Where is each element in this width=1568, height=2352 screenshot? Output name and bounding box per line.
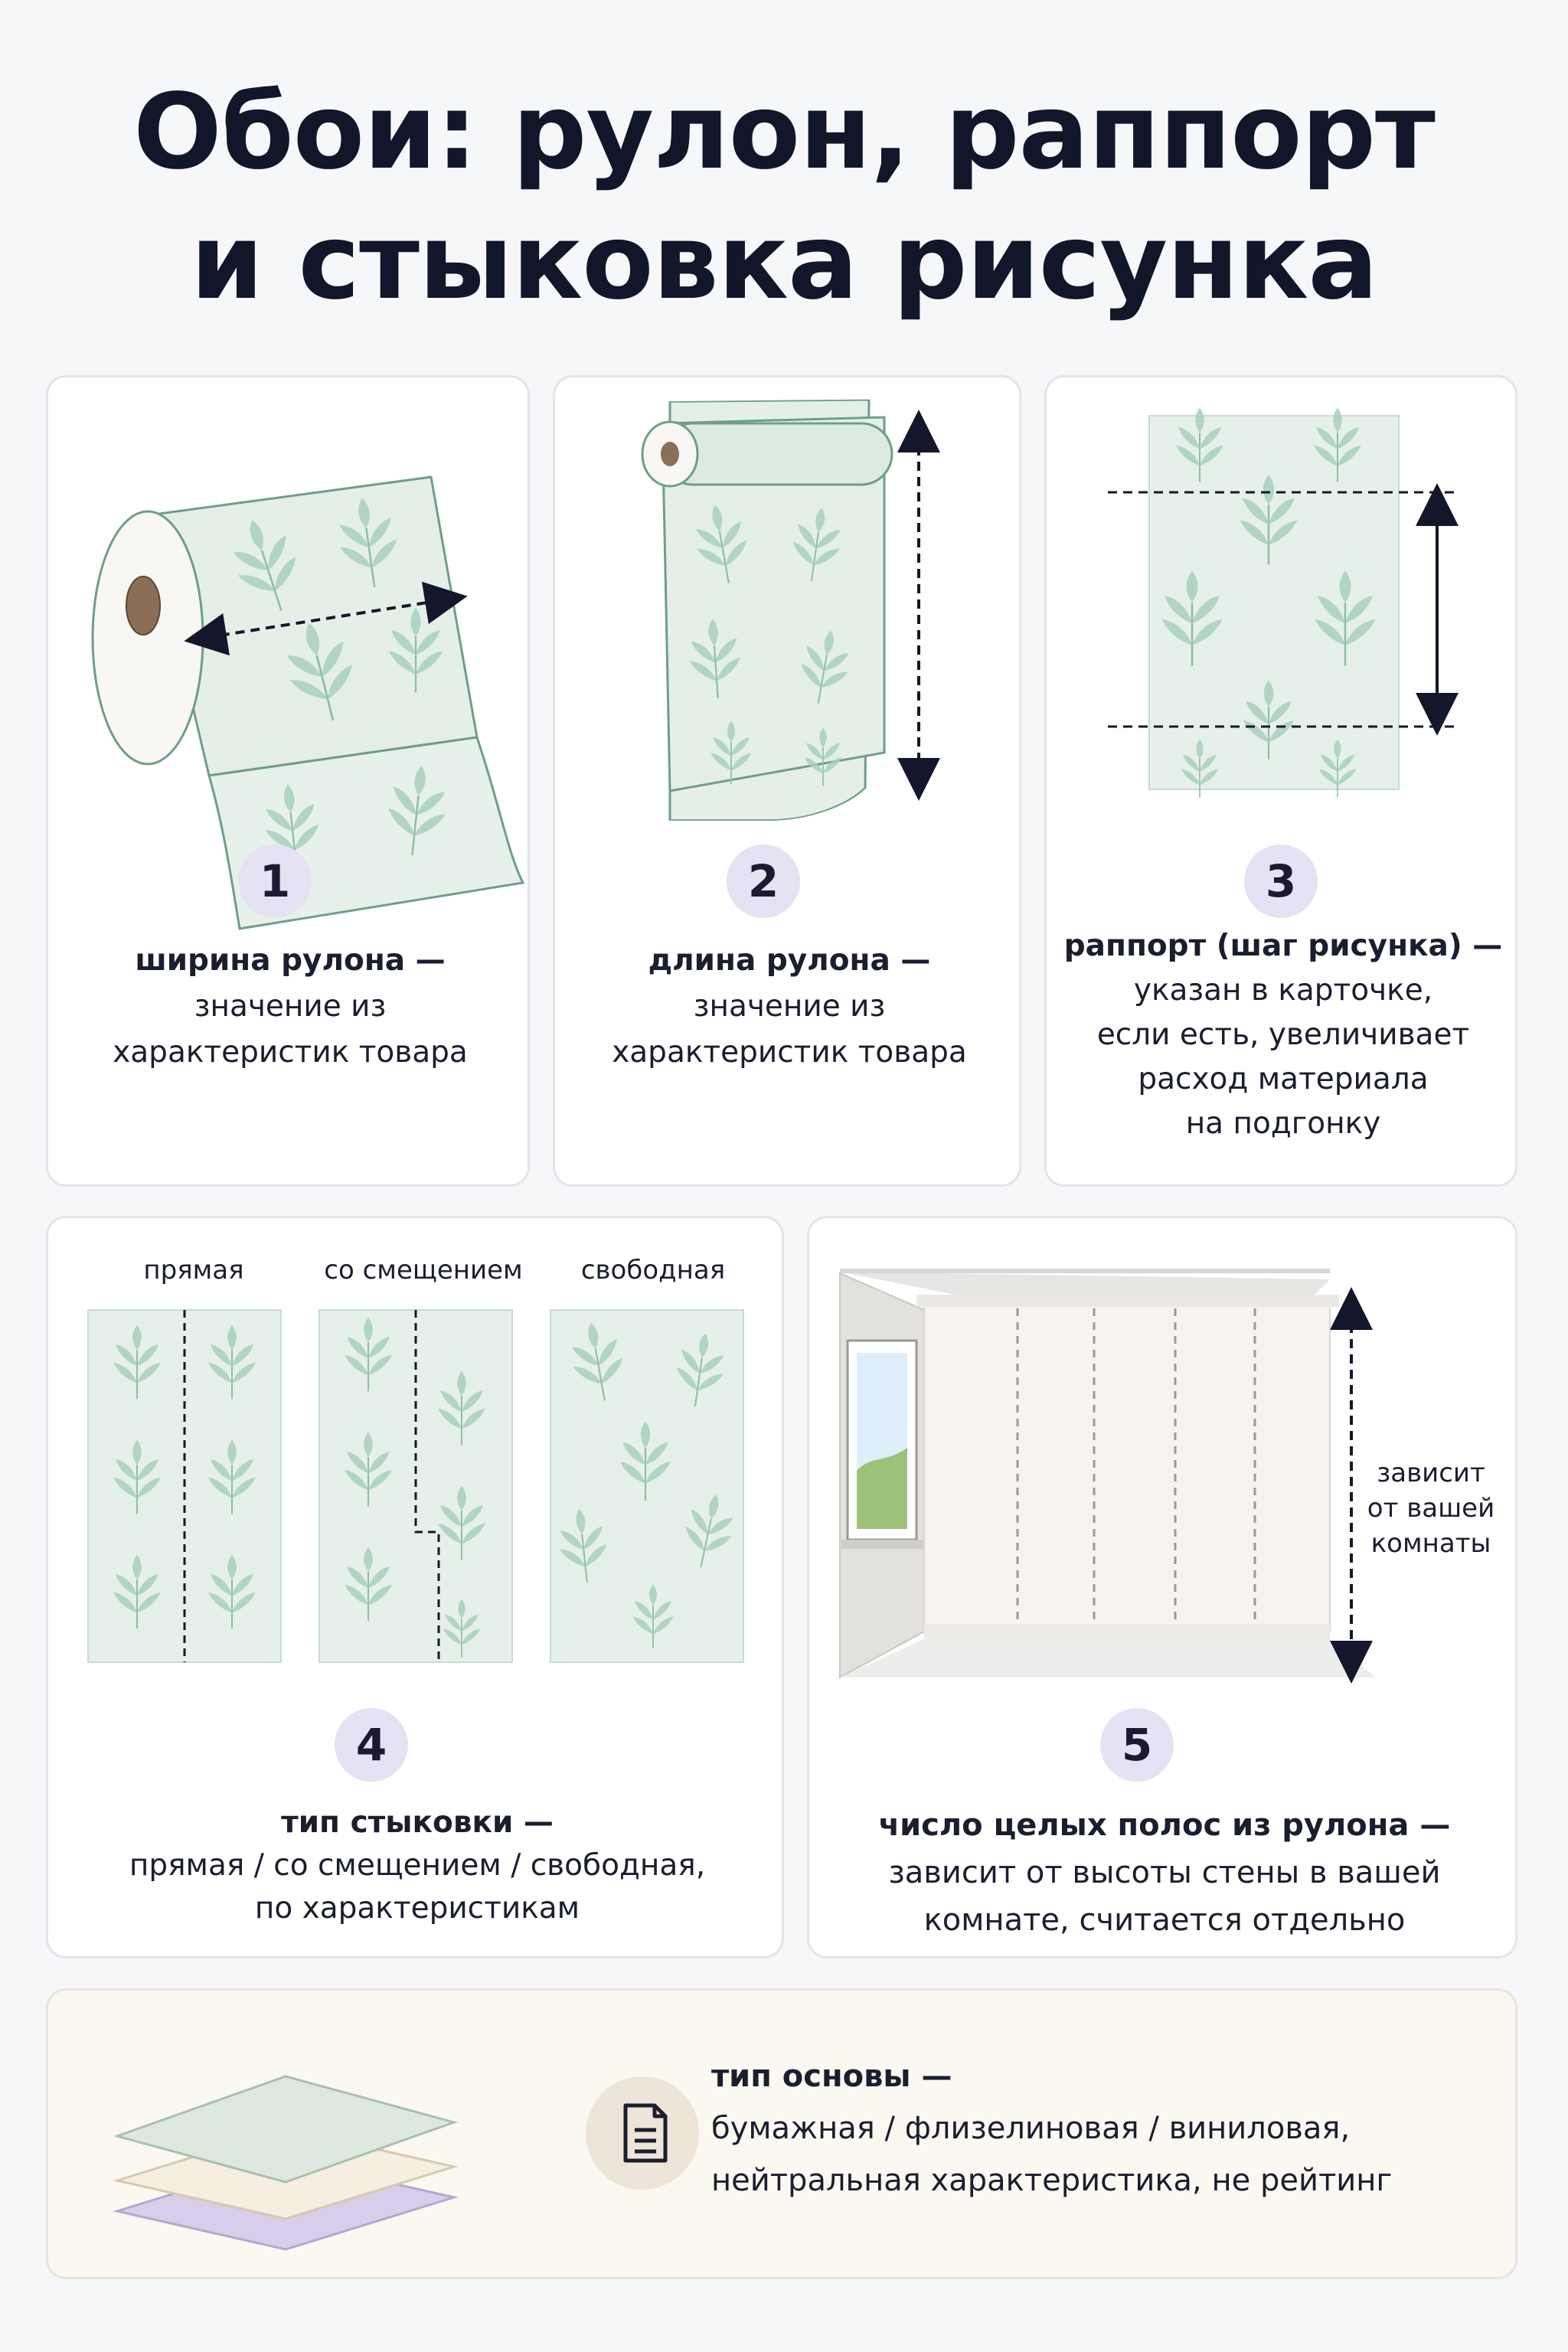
- roll-length-line-3: характеристик товара: [612, 1035, 967, 1070]
- card-roll-width: 1 ширина рулона — значение из характерис…: [46, 375, 530, 1187]
- base-type-description: тип основы — бумажная / флизелиновая / в…: [711, 2050, 1392, 2207]
- roll-length-line-2: значение из: [693, 989, 886, 1024]
- match-lead: тип стыковки —: [281, 1805, 554, 1840]
- step-badge-4: 4: [335, 1708, 408, 1782]
- roll-length-lead: длина рулона —: [648, 943, 931, 978]
- match-type-description: тип стыковки — прямая / со смещением / с…: [48, 1802, 786, 1930]
- match-label-offset: со смещением: [324, 1255, 523, 1285]
- repeat-line-3: если есть, увеличивает: [1096, 1018, 1470, 1052]
- strips-lead: число целых полос из рулона —: [878, 1808, 1451, 1843]
- pattern-repeat-illustration: [1108, 407, 1460, 799]
- match-label-straight: прямая: [143, 1255, 244, 1285]
- strips-line-2: зависит от высоты стены в вашей: [888, 1855, 1441, 1890]
- repeat-line-2: указан в карточке,: [1133, 973, 1433, 1008]
- document-icon-circle: [586, 2076, 699, 2190]
- step-badge-5: 5: [1100, 1708, 1174, 1782]
- title-line-2: и стыковка рисунка: [190, 202, 1378, 323]
- side-note-line-1: зависит: [1377, 1458, 1485, 1488]
- card-match-type: прямая со смещением свободная: [46, 1216, 784, 1958]
- roll-width-description: ширина рулона — значение из характеристи…: [48, 938, 532, 1076]
- match-line-3: по характеристикам: [254, 1891, 580, 1926]
- side-note-line-3: комнаты: [1370, 1528, 1491, 1559]
- step-badge-1: 1: [238, 844, 312, 918]
- layers-illustration: [113, 2075, 459, 2251]
- roll-length-description: длина рулона — значение из характеристик…: [555, 938, 1024, 1076]
- room-wall-illustration: [839, 1269, 1376, 1684]
- document-icon: [623, 2103, 668, 2163]
- roll-width-line-3: характеристик товара: [113, 1035, 468, 1070]
- base-line-3: нейтральная характеристика, не рейтинг: [711, 2163, 1393, 2198]
- roll-width-line-2: значение из: [194, 989, 387, 1024]
- repeat-line-4: расход материала: [1138, 1062, 1429, 1096]
- pattern-repeat-description: раппорт (шаг рисунка) — указан в карточк…: [1047, 924, 1520, 1146]
- step-badge-2: 2: [727, 844, 800, 918]
- strip-count-description: число целых полос из рулона — зависит от…: [809, 1802, 1520, 1944]
- match-line-2: прямая / со смещением / свободная,: [129, 1848, 706, 1883]
- roll-width-arrow: [184, 581, 468, 656]
- match-label-free: свободная: [580, 1255, 726, 1285]
- room-dependency-note: зависит от вашей комнаты: [1362, 1455, 1500, 1561]
- repeat-lead: раппорт (шаг рисунка) —: [1063, 929, 1503, 963]
- match-types-illustration: [87, 1309, 744, 1663]
- roll-length-illustration: [641, 399, 940, 821]
- card-roll-length: 2 длина рулона — значение из характерист…: [553, 375, 1021, 1187]
- page-title: Обои: рулон, раппорт и стыковка рисунка: [0, 67, 1568, 328]
- card-strip-count: зависит от вашей комнаты 5 число целых п…: [807, 1216, 1517, 1958]
- base-lead: тип основы —: [711, 2059, 952, 2094]
- step-badge-3: 3: [1244, 844, 1318, 918]
- base-line-2: бумажная / флизелиновая / виниловая,: [711, 2111, 1351, 2146]
- repeat-line-5: на подгонку: [1185, 1106, 1381, 1141]
- roll-width-lead: ширина рулона —: [135, 943, 446, 978]
- side-note-line-2: от вашей: [1367, 1493, 1495, 1524]
- card-pattern-repeat: 3 раппорт (шаг рисунка) — указан в карто…: [1044, 375, 1517, 1187]
- card-base-type: тип основы — бумажная / флизелиновая / в…: [46, 1988, 1517, 2279]
- title-line-1: Обои: рулон, раппорт: [133, 72, 1436, 193]
- strips-line-3: комнате, считается отдельно: [923, 1903, 1406, 1938]
